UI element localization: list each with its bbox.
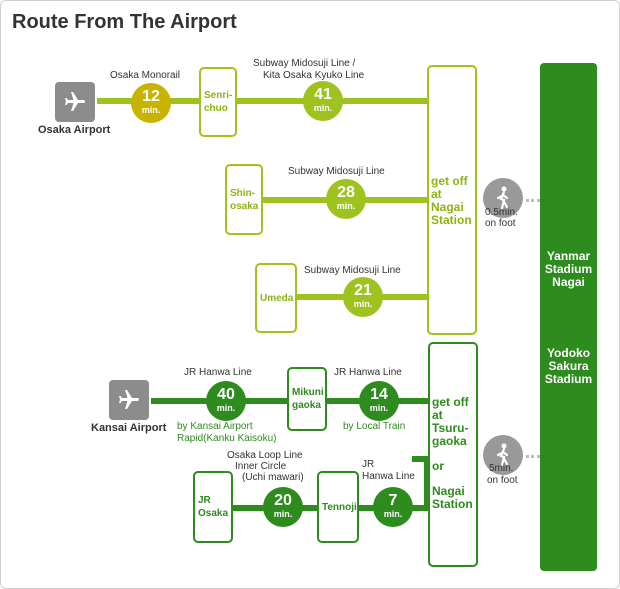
tsuru-box-line3: Tsuru- [432,421,469,435]
shin-osaka-line2: osaka [230,200,259,212]
nagai-box-line2: at [431,187,442,201]
station-mikunigaoka: Mikuni gaoka [287,367,327,431]
station-shin-osaka: Shin-osaka [225,164,263,235]
jr-osaka-line2: Osaka [198,508,229,519]
umeda-name: Umeda [260,292,294,304]
hanwa-rapid-sub-1: by Kansai Airport [177,421,253,432]
hanwa-rapid-minutes-unit: min. [216,403,236,413]
tennoji-hanwa-time-badge: 7 min. [373,487,413,527]
nagai-station-box: get off at Nagai Station [427,65,477,335]
tsurugaoka-station-box: get off at Tsuru- gaoka or Nagai Station [428,342,478,567]
station-tennoji: Tennoji [317,471,359,543]
kita-minutes: 41 [314,86,332,103]
walk-top-time: 0.5min. [485,207,518,218]
hanwa-local-sub: by Local Train [343,421,406,432]
stadium-name1-line2: Stadium [544,262,593,276]
hanwa-local-minutes: 14 [370,386,388,403]
stadium-name2-line1: Yodoko [546,346,591,360]
umeda-line-label: Subway Midosuji Line [304,265,401,276]
hanwa-local-time-badge: 14 min. [359,381,399,421]
jr-osaka-line1: JR [198,495,211,506]
tsuru-box-line5: or [432,459,444,473]
shin-osaka-time-badge: 28 min. [326,179,366,219]
walk-top-icon [483,178,523,218]
loop-label-1: Osaka Loop Line [227,450,303,461]
stadium-name1-line1: Yanmar [546,249,591,263]
nagai-box-line3: Nagai [431,200,464,214]
tennoji-hanwa-label-2: Hanwa Line [362,471,415,482]
hanwa-rapid-sub-2: Rapid(Kanku Kaisoku) [177,433,277,444]
walk-top-dots [526,199,540,205]
monorail-minutes-unit: min. [141,105,161,115]
umeda-minutes: 21 [354,282,372,299]
station-senrichuo: Senri-chuo [199,67,237,137]
umeda-time-badge: 21 min. [343,277,383,317]
loop-minutes: 20 [274,492,292,509]
loop-label-2: Inner Circle [235,461,287,472]
stadium-name2-line2: Sakura [548,359,589,373]
monorail-time-badge: 12 min. [131,83,171,123]
tsuru-box-line1: get off [432,395,469,409]
hanwa-local-label: JR Hanwa Line [334,367,402,378]
loop-minutes-unit: min. [273,509,293,519]
kita-line-label-1: Subway Midosuji Line / [253,58,356,69]
tennoji-hanwa-label-1: JR [362,459,375,470]
shin-osaka-line-label: Subway Midosuji Line [288,166,385,177]
shin-osaka-minutes-unit: min. [336,201,356,211]
kansai-airport-label: Kansai Airport [91,422,167,434]
shin-osaka-minutes: 28 [337,184,355,201]
tennoji-hanwa-minutes-unit: min. [383,509,403,519]
tsuru-box-line2: at [432,408,443,422]
mikuni-line1: Mikuni [292,387,324,398]
station-jr-osaka: JR Osaka [193,471,233,543]
loop-label-3: (Uchi mawari) [242,472,304,483]
hanwa-local-minutes-unit: min. [369,403,389,413]
hanwa-rapid-minutes: 40 [217,386,235,403]
osaka-airport-icon [55,82,95,122]
walk-bottom-dots [526,455,540,461]
kita-time-badge: 41 min. [303,81,343,121]
monorail-label: Osaka Monorail [110,70,181,81]
monorail-minutes: 12 [142,88,160,105]
loop-time-badge: 20 min. [263,487,303,527]
walk-top-mode: on foot [485,218,516,229]
tennoji-hanwa-minutes: 7 [388,492,398,509]
stadium-bar: Yanmar Stadium Nagai Yodoko Sakura Stadi… [540,63,597,571]
shin-osaka-line1: Shin- [230,187,255,199]
nagai-box-line1: get off [431,174,468,188]
jr-osaka-connector [424,459,430,511]
tsuru-box-line4: gaoka [432,434,467,448]
tennoji-name: Tennoji [322,501,357,513]
hanwa-rapid-label: JR Hanwa Line [184,367,252,378]
senrichuo-line1: Senri- [204,90,233,101]
osaka-airport-label: Osaka Airport [38,124,111,136]
tsuru-box-line6: Nagai [432,484,465,498]
umeda-minutes-unit: min. [353,299,373,309]
kita-line-label-2: Kita Osaka Kyuko Line [263,70,365,81]
walk-bottom-mode: on foot [487,475,518,486]
nagai-box-line4: Station [431,213,472,227]
tsuru-box-line7: Station [432,497,473,511]
station-umeda: Umeda [255,263,297,333]
stadium-name2-line3: Stadium [544,372,593,386]
stadium-name1-line3: Nagai [552,275,585,289]
page-title: Route From The Airport [12,11,237,33]
hanwa-rapid-time-badge: 40 min. [206,381,246,421]
senrichuo-line2: chuo [204,103,228,114]
connector-top [412,456,430,462]
walk-bottom-icon [483,435,523,475]
kita-minutes-unit: min. [313,103,333,113]
kansai-airport-icon [109,380,149,420]
mikuni-line2: gaoka [292,400,321,411]
walk-bottom-time: 5min. [489,463,514,474]
